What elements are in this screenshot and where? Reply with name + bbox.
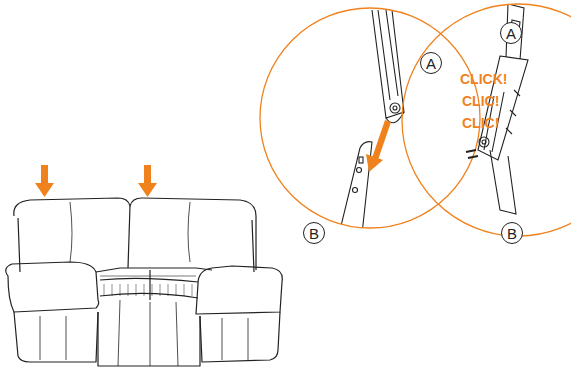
detail-after [466,4,528,214]
sound-label: CLICK! [460,72,507,86]
part-letter: B [309,226,319,241]
part-letter-circle: A [500,22,522,44]
part-letter-circle: B [501,222,523,244]
detail-before [340,10,404,234]
part-letter: A [426,56,436,71]
part-letter: B [507,226,517,241]
part-letter: A [506,26,516,41]
insert-arrow [366,120,391,172]
push-down-arrows [35,165,157,197]
sofa-drawing [6,198,283,366]
sound-label: CLIC! [462,116,499,130]
sound-label: CLIC! [462,94,499,108]
part-letter-circle: B [303,222,325,244]
part-letter-circle: A [420,52,442,74]
zoom-circle [402,4,571,236]
zoom-circle [260,8,480,228]
